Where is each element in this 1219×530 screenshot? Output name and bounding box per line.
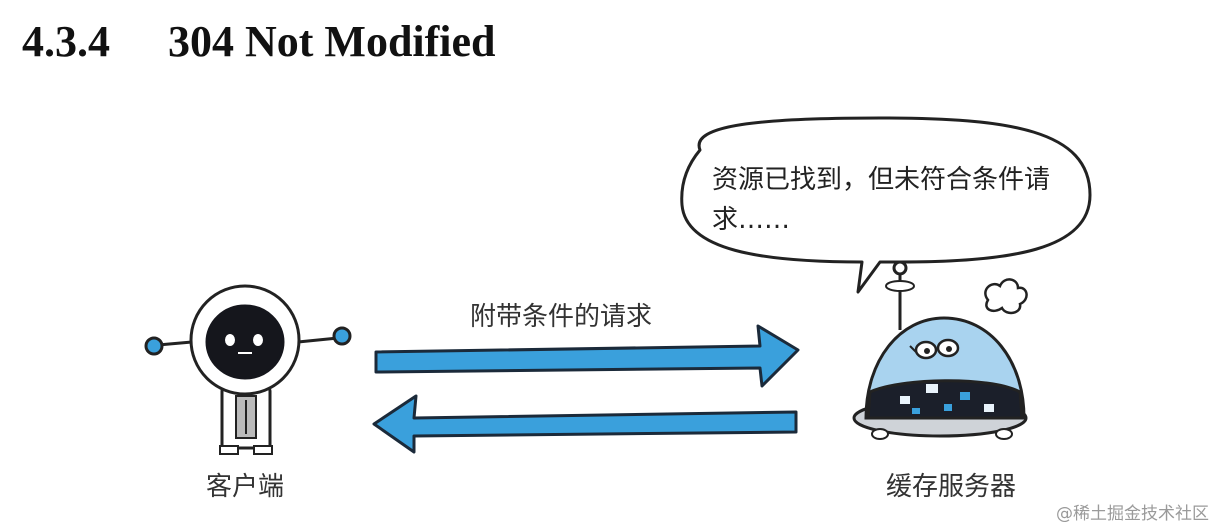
request-label: 附带条件的请求 — [470, 302, 653, 332]
watermark: @稀土掘金技术社区 — [1056, 504, 1209, 524]
speech-bubble-text: 资源已找到，但未符合条件请求…… — [712, 165, 1051, 235]
response-arrow — [372, 394, 798, 454]
client-label: 客户端 — [206, 472, 285, 502]
section-heading: 4.3.4 304 Not Modified — [22, 14, 496, 70]
request-arrow — [374, 324, 800, 388]
client-robot-icon — [144, 284, 352, 455]
cache-server-robot-icon — [852, 260, 1028, 440]
section-title: 304 Not Modified — [168, 17, 496, 66]
server-label: 缓存服务器 — [886, 472, 1017, 502]
speech-bubble — [680, 116, 1092, 294]
section-number: 4.3.4 — [22, 17, 110, 66]
